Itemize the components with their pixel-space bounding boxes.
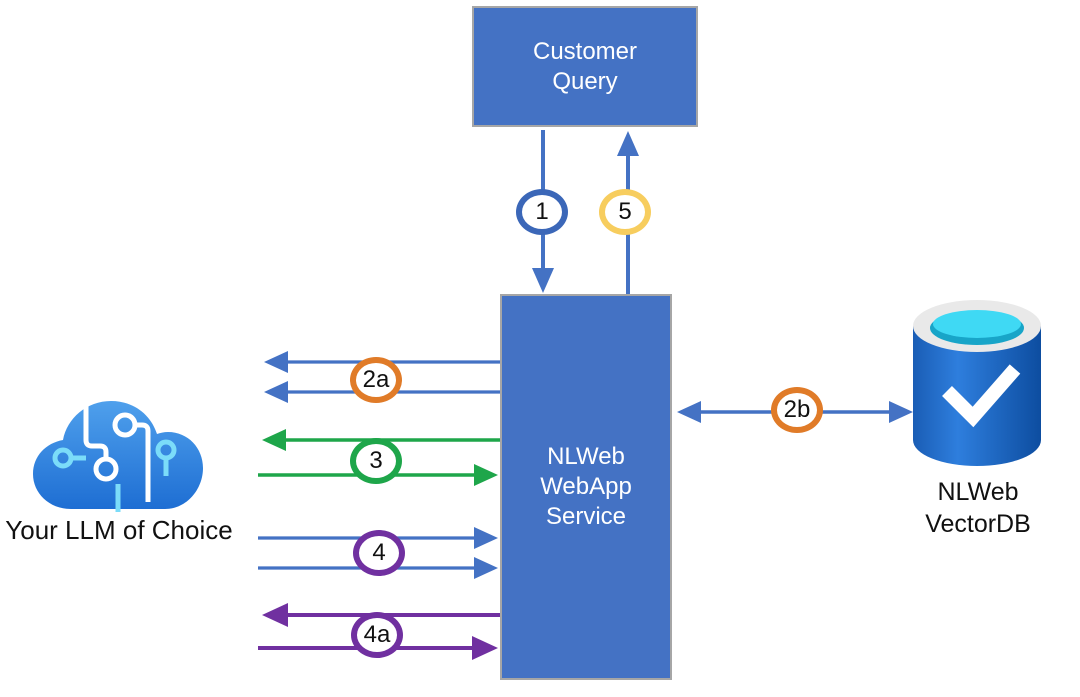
llm-label: Your LLM of Choice <box>5 515 233 545</box>
step-badge-5: 5 <box>599 189 651 235</box>
webapp-service-label-line2: WebApp <box>540 473 632 500</box>
step-badge-1: 1 <box>516 189 568 235</box>
node-customer-query: Customer Query <box>472 6 698 127</box>
customer-query-label-line1: Customer <box>532 37 638 65</box>
check-icon <box>942 364 1021 428</box>
circuit-traces <box>52 402 177 512</box>
vectordb-label-line2: VectorDB <box>925 510 1031 538</box>
webapp-service-label-line3: Service <box>545 503 627 530</box>
step-badge-2b: 2b <box>771 387 823 433</box>
db-inner <box>933 310 1021 338</box>
cloud-shape <box>33 401 203 509</box>
step-badge-3: 3 <box>350 438 402 484</box>
db-bottom <box>913 414 1041 466</box>
step-badge-4: 4 <box>353 530 405 576</box>
database-check-icon <box>910 299 1044 469</box>
vectordb-label-line1: NLWeb <box>937 478 1019 506</box>
step-badge-2a: 2a <box>350 357 402 403</box>
customer-query-label-line2: Query <box>552 67 618 95</box>
ai-cloud-icon <box>30 392 206 516</box>
webapp-service-label-line1: NLWeb <box>547 443 625 470</box>
vectordb-label: NLWeb VectorDB <box>898 476 1058 540</box>
step-badge-4a: 4a <box>351 612 403 658</box>
node-webapp-service: NLWeb WebApp Service <box>500 294 672 680</box>
